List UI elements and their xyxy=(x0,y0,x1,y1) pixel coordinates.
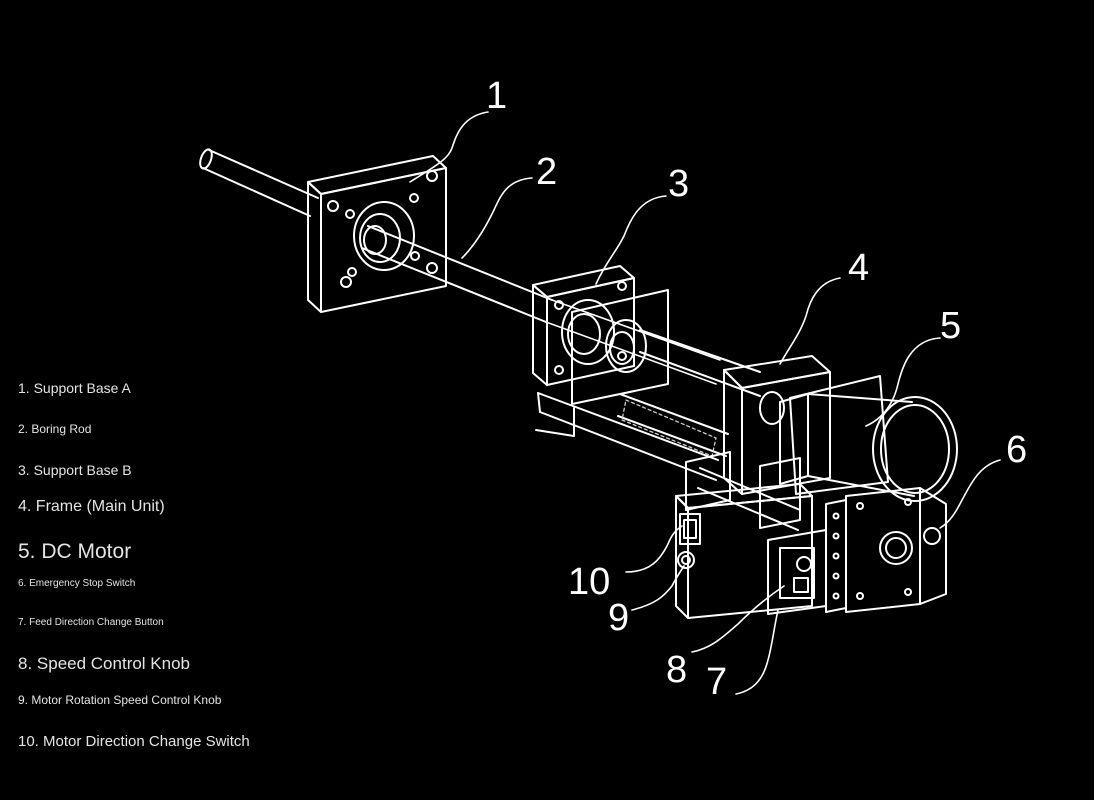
legend-item-motor-speed-knob: 9. Motor Rotation Speed Control Knob xyxy=(18,693,222,707)
boring-rod-end xyxy=(199,148,319,217)
legend-item-dc-motor: 5. DC Motor xyxy=(18,540,132,563)
callout-2: 2 xyxy=(536,151,557,193)
dc-motor xyxy=(779,375,958,502)
legend-item-support-base-a: 1. Support Base A xyxy=(18,380,131,396)
frame-main-unit xyxy=(685,355,831,529)
legend-item-emergency-stop-switch: 6. Emergency Stop Switch xyxy=(18,578,136,589)
leader-lines xyxy=(409,111,1001,695)
boring-rod xyxy=(361,225,721,385)
support-base-b xyxy=(532,265,669,405)
callout-6: 6 xyxy=(1006,429,1027,471)
callout-5: 5 xyxy=(940,305,961,347)
legend-item-frame: 4. Frame (Main Unit) xyxy=(18,498,165,515)
legend-item-feed-direction-button: 7. Feed Direction Change Button xyxy=(18,617,164,628)
callout-7: 7 xyxy=(706,661,727,703)
callout-9: 9 xyxy=(608,597,629,639)
callout-4: 4 xyxy=(848,247,869,289)
legend-item-support-base-b: 3. Support Base B xyxy=(18,462,132,478)
legend-item-boring-rod: 2. Boring Rod xyxy=(18,422,92,436)
legend-item-speed-control-knob: 8. Speed Control Knob xyxy=(18,654,191,673)
support-base-a xyxy=(307,155,447,313)
callout-1: 1 xyxy=(486,75,507,117)
legend-item-motor-direction-switch: 10. Motor Direction Change Switch xyxy=(18,733,250,750)
callout-10: 10 xyxy=(568,561,610,603)
control-box xyxy=(675,483,947,619)
callout-3: 3 xyxy=(668,163,689,205)
callout-8: 8 xyxy=(666,649,687,691)
